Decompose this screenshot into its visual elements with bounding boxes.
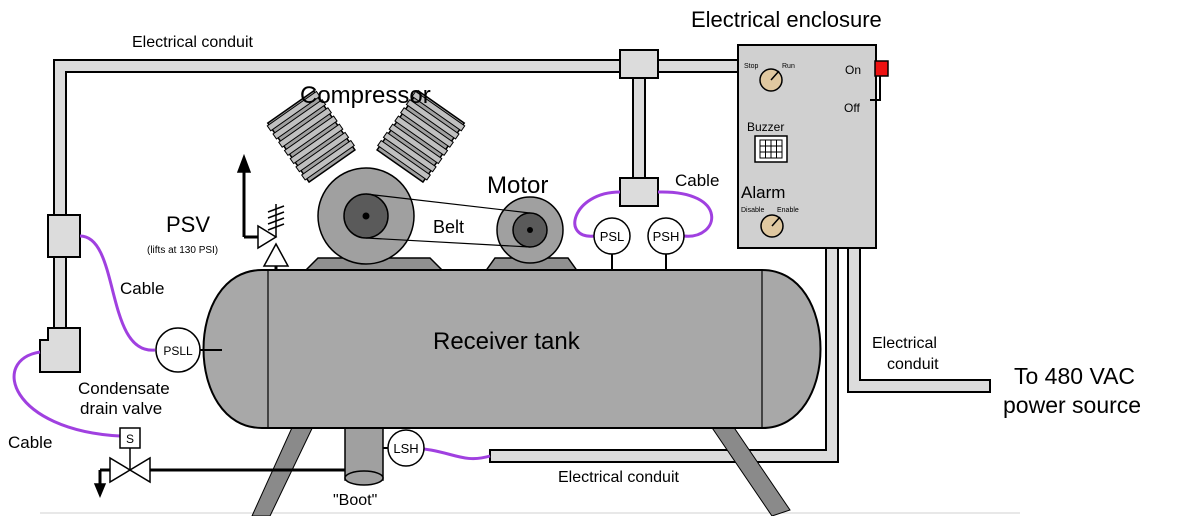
- power-switch[interactable]: [870, 60, 889, 101]
- psv-note: (lifts at 130 PSI): [147, 245, 218, 256]
- conduit-right-label-2: conduit: [887, 356, 939, 373]
- svg-text:PSLL: PSLL: [163, 344, 193, 358]
- belt: [365, 193, 531, 248]
- receiver-tank-label: Receiver tank: [433, 328, 581, 355]
- power-source-label-1: To 480 VAC: [1014, 363, 1135, 389]
- compressor-cylinder-left: [266, 89, 356, 184]
- stop-label: Stop: [744, 63, 759, 70]
- instrument-psll: PSLL: [155, 327, 201, 373]
- conduit-right-label-1: Electrical: [872, 335, 937, 352]
- conduit-top-label: Electrical conduit: [132, 34, 254, 51]
- solenoid-label: S: [126, 432, 134, 446]
- alarm-knob[interactable]: [760, 214, 784, 238]
- off-label: Off: [844, 101, 860, 115]
- compressor-label: Compressor: [300, 82, 431, 109]
- conduit-bottom-label: Electrical conduit: [558, 469, 680, 486]
- cable-left-label: Cable: [120, 279, 164, 298]
- instrument-psl: PSL: [593, 217, 631, 255]
- psv-label: PSV: [166, 212, 210, 237]
- buzzer-label: Buzzer: [747, 120, 784, 134]
- on-label: On: [845, 63, 861, 77]
- stop-run-knob[interactable]: [759, 68, 783, 92]
- cable-top-label: Cable: [675, 171, 719, 190]
- compressor-shaft: [362, 212, 370, 220]
- motor-shaft: [527, 227, 533, 233]
- boot-label: "Boot": [333, 492, 377, 509]
- conduit-top: [39, 49, 739, 373]
- alarm-label: Alarm: [741, 183, 785, 202]
- condensate-drain-valve: [93, 427, 345, 498]
- svg-text:PSL: PSL: [600, 229, 625, 244]
- belt-label: Belt: [433, 217, 464, 237]
- instrument-psh: PSH: [647, 217, 685, 255]
- run-label: Run: [782, 63, 795, 70]
- disable-label: Disable: [741, 207, 764, 214]
- buzzer-icon: [754, 135, 788, 163]
- condensate-label-1: Condensate: [78, 379, 170, 398]
- enclosure-title: Electrical enclosure: [691, 7, 882, 32]
- svg-text:LSH: LSH: [393, 441, 418, 456]
- enable-label: Enable: [777, 207, 799, 214]
- motor-label: Motor: [487, 172, 548, 199]
- instrument-lsh: LSH: [387, 429, 425, 467]
- svg-text:PSH: PSH: [653, 229, 680, 244]
- receiver-tank: [202, 269, 822, 429]
- condensate-label-2: drain valve: [80, 399, 162, 418]
- instrument-stubs: [200, 254, 667, 449]
- compressor-cylinder-right: [376, 89, 466, 184]
- power-source-label-2: power source: [1003, 392, 1141, 418]
- cable-bottom-left-label: Cable: [8, 433, 52, 452]
- psv-valve: [236, 153, 290, 270]
